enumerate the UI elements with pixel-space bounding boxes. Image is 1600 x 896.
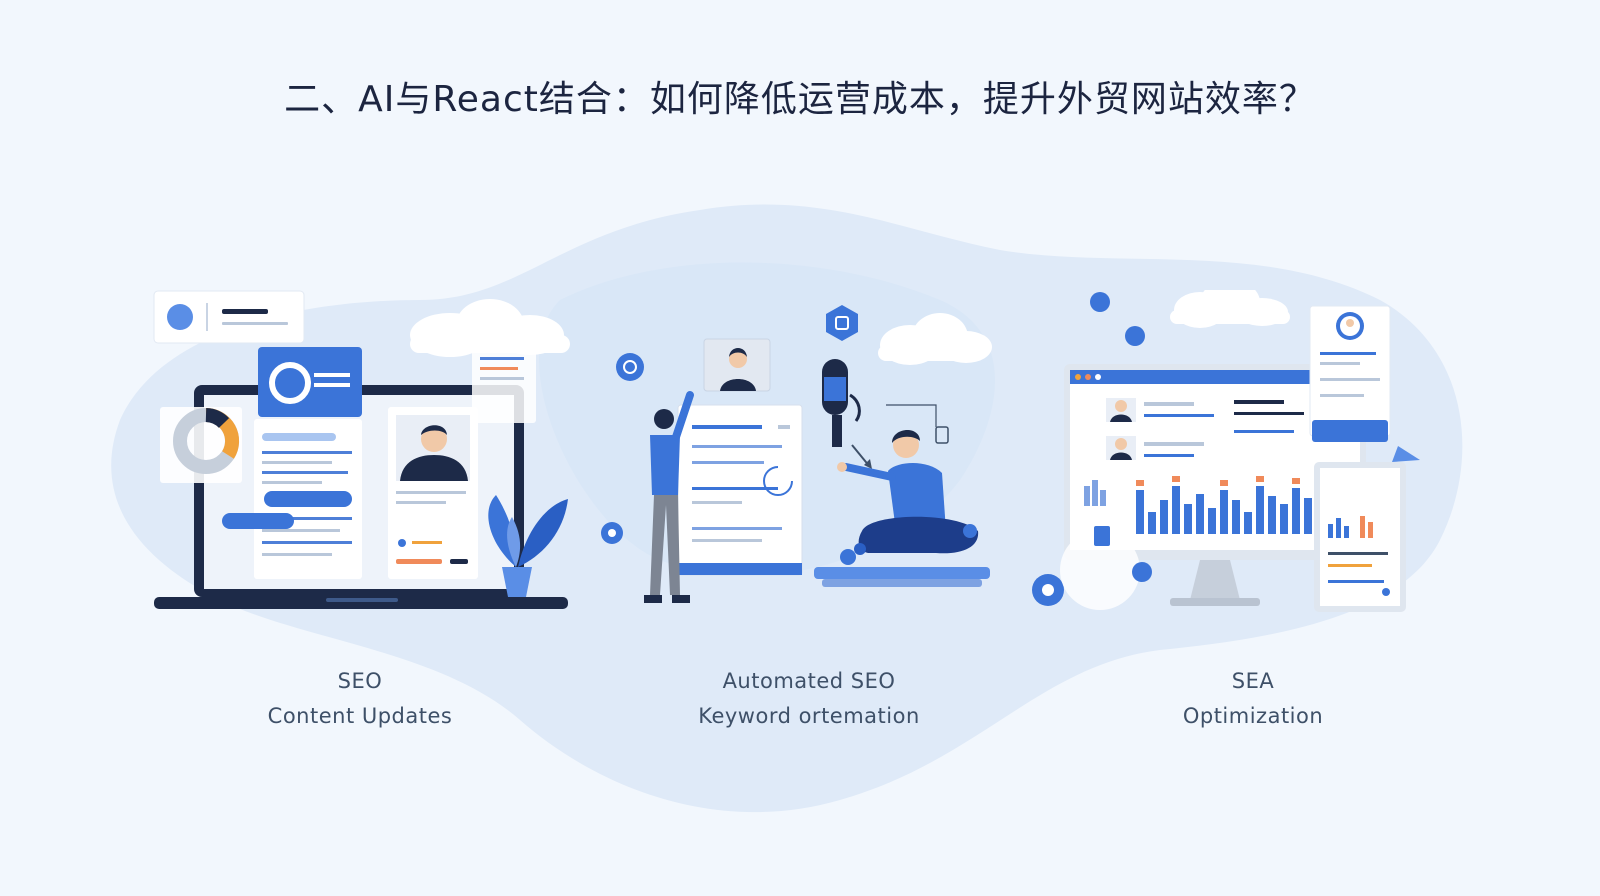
caption-line-2: Optimization [1182, 704, 1324, 728]
laptop-content-editor-icon [153, 290, 570, 609]
caption-line-2: Keyword ortemation [698, 704, 920, 728]
caption-sea-optimization: SEA Optimization [1073, 664, 1433, 734]
caption-line-1: SEO [337, 669, 383, 693]
caption-line-2: Content Updates [267, 704, 453, 728]
caption-line-1: SEA [1231, 669, 1275, 693]
caption-line-1: Automated SEO [722, 669, 896, 693]
caption-automated-seo: Automated SEO Keyword ortemation [629, 664, 989, 734]
page-title: 二、AI与React结合：如何降低运营成本，提升外贸网站效率？ [284, 79, 1316, 120]
caption-seo-content-updates: SEO Content Updates [180, 664, 540, 734]
document-microphone-workers-icon [601, 305, 992, 603]
analytics-monitor-dashboard-icon [1032, 290, 1420, 612]
